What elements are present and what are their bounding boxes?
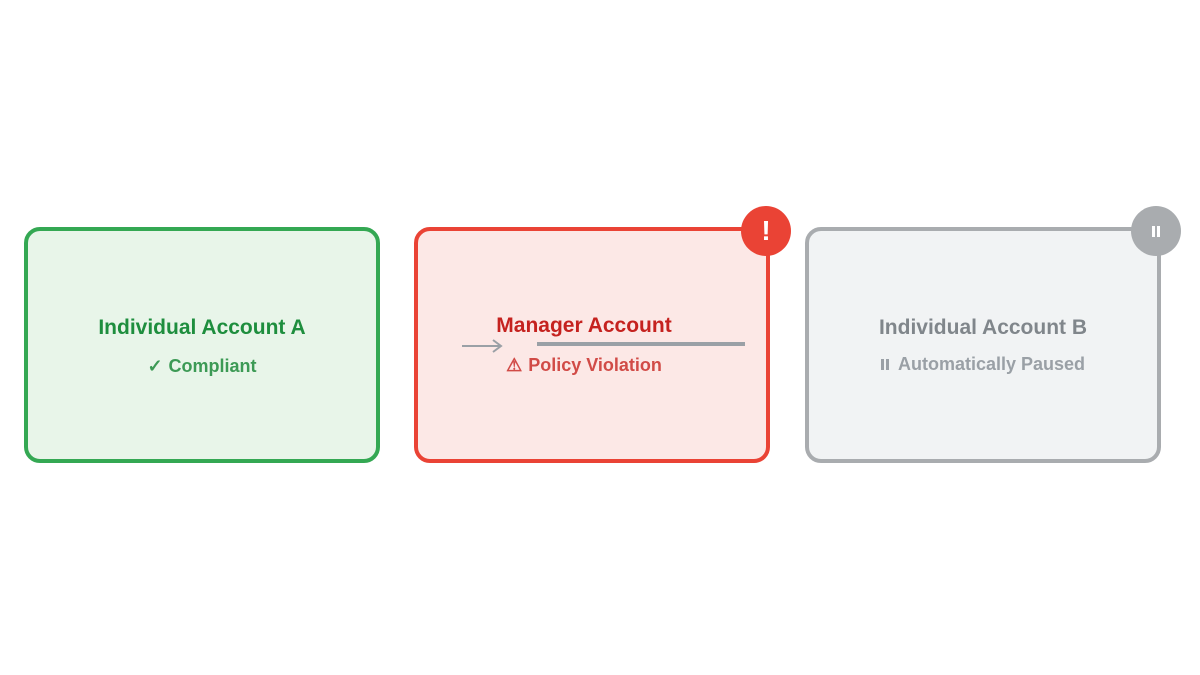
warning-triangle-icon: ⚠	[506, 355, 523, 375]
card-title: Individual Account B	[878, 316, 1088, 339]
exclamation-icon: !	[761, 215, 771, 246]
status-label: Policy Violation	[528, 355, 662, 375]
connector-line	[537, 342, 745, 346]
status-label: Automatically Paused	[897, 354, 1086, 374]
card-status: ⚠Policy Violation	[402, 355, 766, 376]
pause-icon	[880, 359, 890, 370]
status-label: Compliant	[168, 356, 257, 376]
card-status: Automatically Paused	[809, 354, 1157, 375]
card-status: ✓Compliant	[28, 356, 376, 377]
right-arrow-icon	[462, 339, 503, 353]
alert-badge: !	[741, 206, 791, 256]
card-title: Individual Account A	[98, 316, 306, 339]
individual-account-b-card: Individual Account B Automatically Pause…	[805, 227, 1161, 463]
pause-icon	[1151, 225, 1161, 237]
individual-account-a-card: Individual Account A ✓Compliant	[24, 227, 380, 463]
card-title: Manager Account	[496, 314, 672, 337]
checkmark-icon: ✓	[147, 356, 163, 376]
paused-badge	[1131, 206, 1181, 256]
